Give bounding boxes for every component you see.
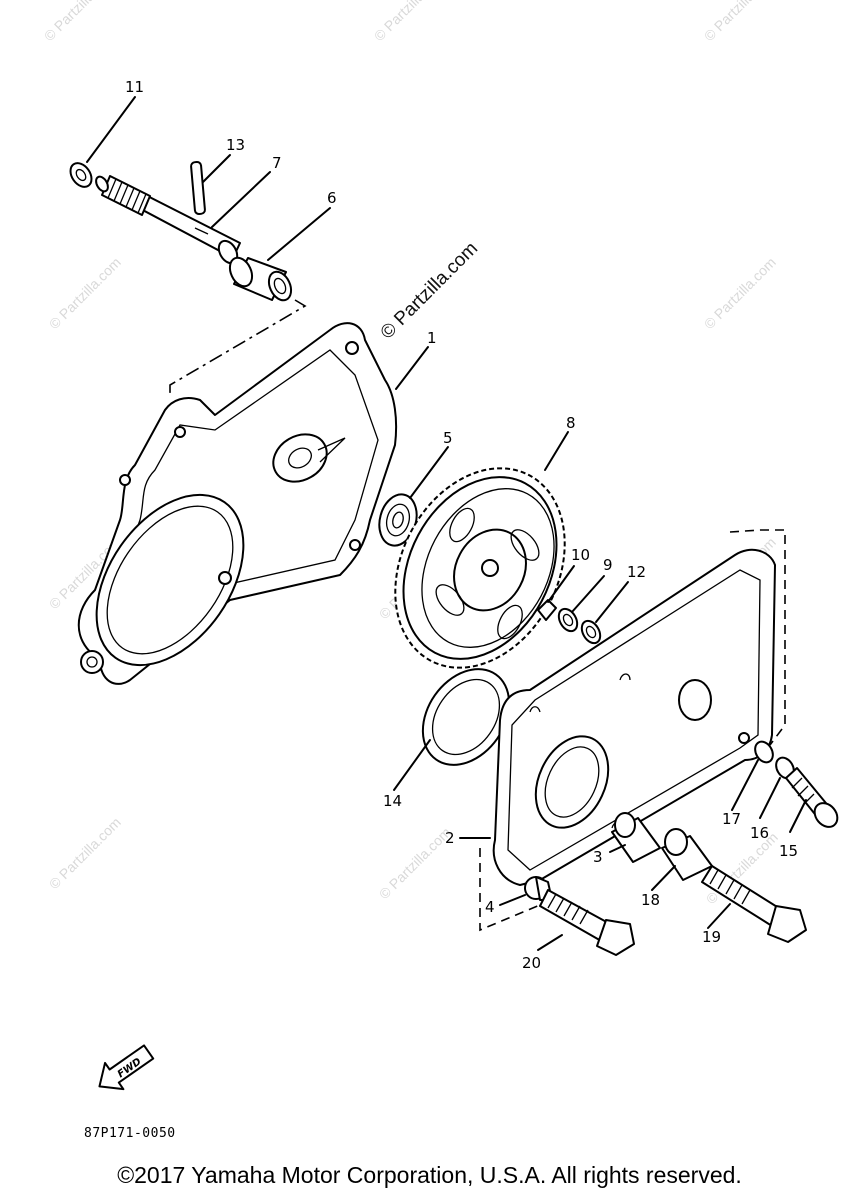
callout-10: 10 — [571, 546, 590, 564]
part-13-pin — [190, 160, 206, 216]
callout-labels: 11 13 7 6 1 5 8 10 9 12 14 2 3 4 17 16 1… — [125, 78, 798, 972]
part-7-shaft — [95, 175, 241, 265]
callout-20: 20 — [522, 954, 541, 972]
callout-14: 14 — [383, 792, 402, 810]
part-20-bolt — [539, 889, 635, 956]
callout-4: 4 — [485, 898, 495, 916]
part-5-bearing — [378, 493, 418, 547]
callout-16: 16 — [750, 824, 769, 842]
part-19-bolt — [701, 865, 807, 943]
watermark-tile: © Partzilla.com — [701, 0, 779, 44]
watermark-main: © Partzilla.com — [377, 238, 482, 343]
part-6-collar — [228, 256, 293, 302]
callout-7: 7 — [272, 154, 282, 172]
watermark-tile: © Partzilla.com — [376, 824, 454, 902]
watermark-tile: © Partzilla.com — [371, 0, 449, 44]
watermark-tile: © Partzilla.com — [41, 0, 119, 44]
watermark-tile: © Partzilla.com — [46, 814, 124, 892]
assembly-line — [169, 299, 307, 395]
callout-19: 19 — [702, 928, 721, 946]
callout-1: 1 — [427, 329, 437, 347]
callout-8: 8 — [566, 414, 576, 432]
callout-2: 2 — [445, 829, 455, 847]
callout-13: 13 — [226, 136, 245, 154]
part-11-washer — [69, 162, 93, 188]
leader-lines — [86, 96, 807, 951]
fwd-arrow-icon: FWD — [98, 1044, 155, 1091]
callout-3: 3 — [593, 848, 603, 866]
watermark-tile: © Partzilla.com — [46, 254, 124, 332]
callout-15: 15 — [779, 842, 798, 860]
part-15-bolt — [785, 767, 839, 828]
part-9-washer — [557, 607, 579, 633]
part-8-gear — [394, 467, 566, 669]
watermark-tile: © Partzilla.com — [701, 254, 779, 332]
assembly-2-boundary-top — [729, 529, 761, 533]
callout-6: 6 — [327, 189, 337, 207]
part-17-washer — [754, 740, 774, 764]
part-10-clip — [537, 599, 557, 621]
part-3-collar — [611, 812, 661, 863]
callout-12: 12 — [627, 563, 646, 581]
part-12-circlip — [580, 619, 602, 645]
assembly-2-boundary — [479, 529, 786, 932]
callout-17: 17 — [722, 810, 741, 828]
callout-5: 5 — [443, 429, 453, 447]
callout-11: 11 — [125, 78, 144, 96]
part-1-case — [77, 322, 398, 685]
callout-18: 18 — [641, 891, 660, 909]
part-14-seal — [421, 668, 511, 766]
callout-9: 9 — [603, 556, 613, 574]
copyright-notice: ©2017 Yamaha Motor Corporation, U.S.A. A… — [117, 1162, 742, 1188]
diagram-code: 87P171-0050 — [84, 1126, 176, 1141]
